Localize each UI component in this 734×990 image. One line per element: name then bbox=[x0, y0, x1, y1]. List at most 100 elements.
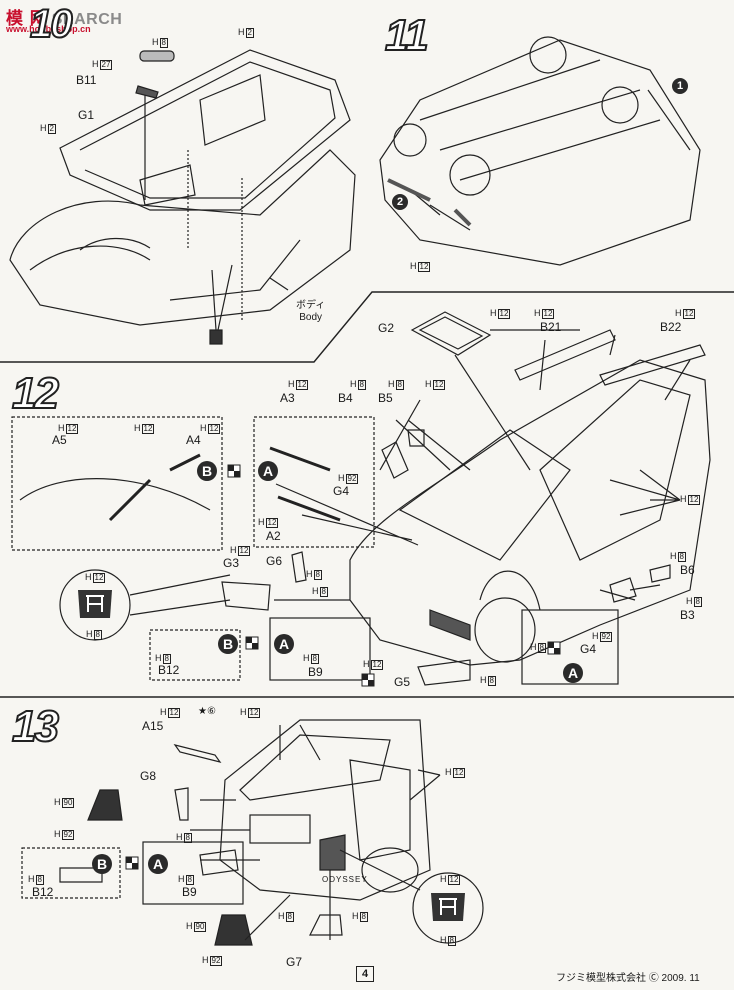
part-g4-top: G4 bbox=[333, 484, 350, 498]
odyssey-badge: ODYSSEY bbox=[322, 875, 368, 884]
watermark-url: www.hobbyshop.cn bbox=[6, 24, 91, 34]
callout-box-13-b12 bbox=[21, 847, 121, 899]
part-b6: B6 bbox=[680, 563, 695, 577]
checker-icon-1 bbox=[227, 464, 241, 478]
star6-marker: ★⑥ bbox=[198, 706, 216, 717]
part-g7: G7 bbox=[286, 955, 303, 969]
taillight-bottom bbox=[214, 914, 253, 946]
variant-a-marker-right: A bbox=[563, 663, 583, 683]
part-g4-bottom: G4 bbox=[580, 642, 597, 656]
taillight-left bbox=[87, 789, 123, 821]
step-number-11: 11 bbox=[384, 11, 430, 60]
emblem-callout-12 bbox=[59, 569, 131, 641]
part-g1: G1 bbox=[78, 108, 95, 122]
step11-marker-2: 2 bbox=[392, 194, 408, 210]
part-b4: B4 bbox=[338, 391, 353, 405]
part-a2: A2 bbox=[266, 529, 281, 543]
callout-box-b12 bbox=[149, 629, 241, 681]
part-b22: B22 bbox=[660, 320, 682, 334]
part-b11: B11 bbox=[76, 73, 97, 87]
part-g6: G6 bbox=[266, 554, 283, 568]
part-g3: G3 bbox=[223, 556, 240, 570]
part-g8: G8 bbox=[140, 769, 157, 783]
car-body-10 bbox=[9, 149, 356, 326]
part-a4: A4 bbox=[186, 433, 201, 447]
page-number: 4 bbox=[356, 966, 374, 982]
checker-icon-5 bbox=[125, 856, 139, 870]
variant-b-marker-top: B bbox=[197, 461, 217, 481]
part-b5: B5 bbox=[378, 391, 393, 405]
watermark: 模 网 SEARCH bbox=[6, 4, 122, 29]
part-a15: A15 bbox=[142, 719, 164, 733]
callout-box-ab bbox=[253, 416, 375, 548]
headliner-part bbox=[139, 50, 175, 62]
chassis-11 bbox=[379, 39, 701, 266]
step11-marker-1: 1 bbox=[672, 78, 688, 94]
sunroof-glass bbox=[410, 311, 492, 356]
divider-10-11 bbox=[0, 291, 734, 363]
copyright: フジミ模型株式会社 Ⓒ 2009. 11 bbox=[556, 973, 700, 984]
variant-a-marker-bottom: A bbox=[274, 634, 294, 654]
body-label: ボディ Body bbox=[296, 300, 325, 323]
watermark-search: SEARCH bbox=[51, 11, 123, 28]
step-number-10: 10 bbox=[29, 2, 73, 46]
variant-a-marker-top: A bbox=[258, 461, 278, 481]
variant-b-marker-13: B bbox=[92, 854, 112, 874]
part-b12: B12 bbox=[158, 663, 180, 677]
emblem-icon-13 bbox=[431, 893, 465, 921]
part-b3: B3 bbox=[680, 608, 695, 622]
emblem-icon-12 bbox=[78, 590, 112, 618]
part-b9-13: B9 bbox=[182, 885, 197, 899]
step-number-13: 13 bbox=[11, 702, 60, 751]
body-label-en: Body bbox=[299, 311, 323, 323]
part-a3: A3 bbox=[280, 391, 295, 405]
part-g2: G2 bbox=[378, 321, 395, 335]
interior-tub bbox=[59, 49, 351, 211]
checker-icon-3 bbox=[361, 673, 375, 687]
part-g5: G5 bbox=[394, 675, 411, 689]
watermark-brand: 模 网 bbox=[6, 9, 48, 28]
part-b12-13: B12 bbox=[32, 885, 54, 899]
